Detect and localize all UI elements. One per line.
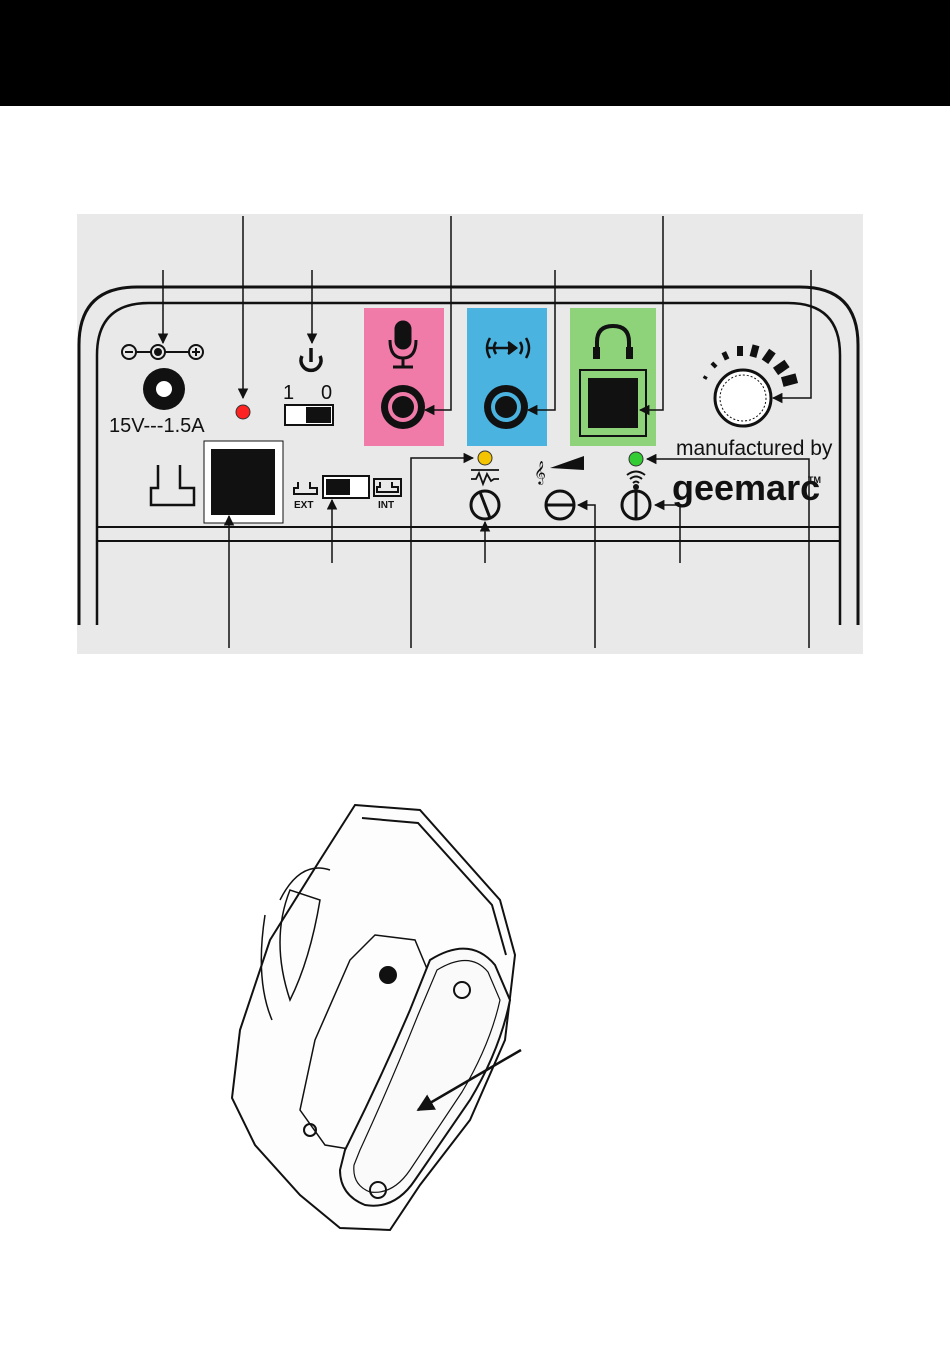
telephone-socket[interactable] [204,441,283,523]
brand-logo: geemarc TM [672,467,821,508]
power-switch-off-label: 0 [321,382,332,404]
int-icon [374,479,401,496]
ext-int-switch[interactable] [323,476,369,498]
power-icon [301,348,321,370]
line-in-jack[interactable] [467,308,547,446]
green-led [629,452,643,466]
dc-power-socket[interactable] [143,368,185,410]
boost-icon: 𝄞 [534,456,584,485]
headphone-jack[interactable] [570,308,656,446]
power-switch-on-label: 1 [283,382,294,404]
polarity-icon [122,345,203,359]
power-rating-label: 15V---1.5A [109,415,205,437]
loop-control[interactable] [622,491,650,519]
antenna-icon [627,472,645,490]
svg-text:𝄞: 𝄞 [534,460,546,485]
tone-icon [471,470,499,484]
ext-label: EXT [294,500,313,511]
manufacturer-text: manufactured by [676,437,833,460]
amber-led [478,451,492,465]
power-switch[interactable] [285,405,333,425]
volume-knob-icon[interactable] [703,344,798,426]
boost-control[interactable] [546,491,574,519]
ext-icon [294,482,317,494]
int-label: INT [378,500,394,511]
tone-control[interactable] [471,491,499,519]
brand-logo-text: geemarc [672,467,820,508]
power-led [236,405,250,419]
telephone-icon [151,465,194,505]
trademark: TM [808,475,821,485]
